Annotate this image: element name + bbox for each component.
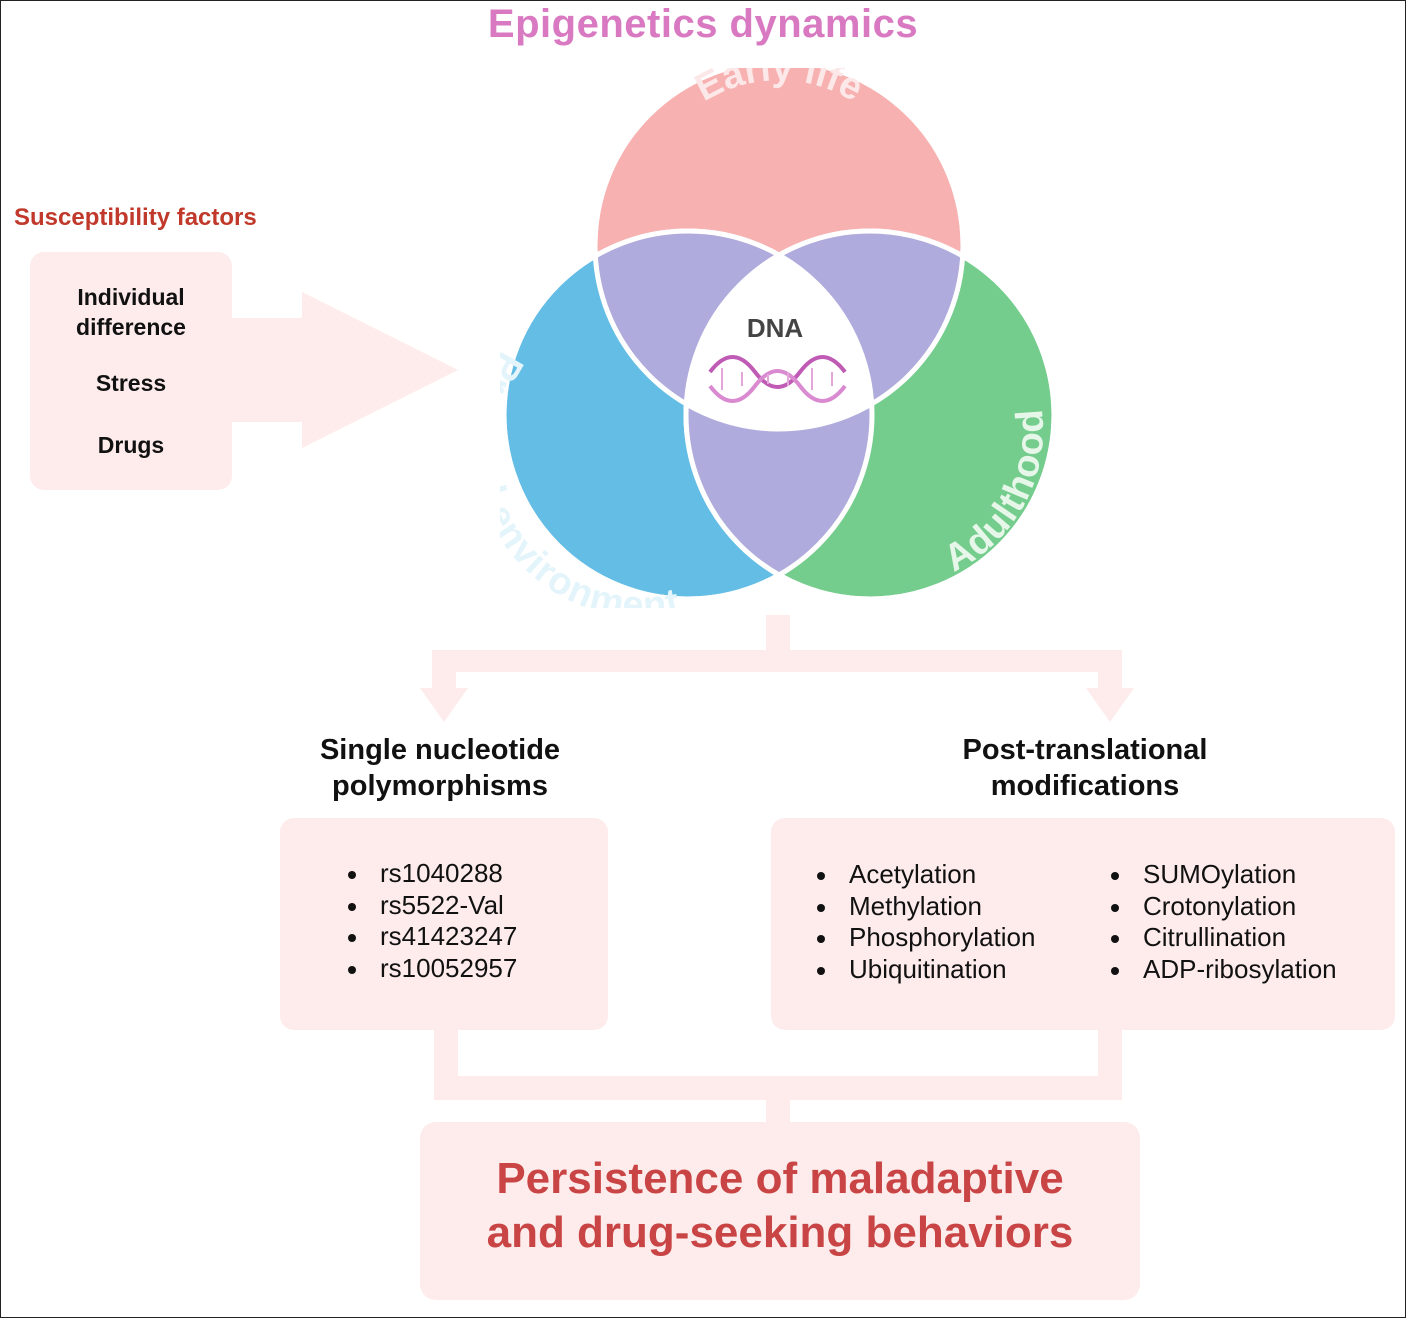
- figure-title: Epigenetics dynamics: [487, 2, 919, 46]
- ptm-item: Crotonylation: [1109, 891, 1337, 923]
- susceptibility-arrow: [228, 292, 458, 448]
- snp-item: rs1040288: [346, 858, 517, 890]
- dna-label: DNA: [747, 313, 804, 343]
- snp-list: rs1040288 rs5522-Val rs41423247 rs100529…: [346, 858, 517, 984]
- snp-item: rs5522-Val: [346, 890, 517, 922]
- susceptibility-title: Susceptibility factors: [14, 204, 257, 231]
- ptm-item: ADP-ribosylation: [1109, 954, 1337, 986]
- ptm-heading-line2: modifications: [990, 770, 1180, 802]
- ptm-item: Acetylation: [815, 859, 1035, 891]
- ptm-item: Phosphorylation: [815, 922, 1035, 954]
- ptm-heading: Post-translational modifications: [900, 732, 1270, 804]
- ptm-list-col1: Acetylation Methylation Phosphorylation …: [815, 859, 1035, 985]
- susceptibility-item: Stress: [95, 370, 167, 396]
- ptm-item: Methylation: [815, 891, 1035, 923]
- snp-heading: Single nucleotide polymorphisms: [260, 732, 620, 804]
- dna-helix-icon: [708, 355, 847, 403]
- ptm-panel: Acetylation Methylation Phosphorylation …: [771, 818, 1395, 1030]
- ptm-list-col2: SUMOylation Crotonylation Citrullination…: [1109, 859, 1337, 985]
- outcome-box: Persistence of maladaptive and drug-seek…: [420, 1122, 1140, 1300]
- snp-item: rs41423247: [346, 921, 517, 953]
- ptm-item: Ubiquitination: [815, 954, 1035, 986]
- ptm-heading-line1: Post-translational: [962, 734, 1208, 766]
- outcome-text: Persistence of maladaptive and drug-seek…: [420, 1152, 1140, 1260]
- ptm-item: SUMOylation: [1109, 859, 1337, 891]
- outcome-line2: and drug-seeking behaviors: [486, 1208, 1074, 1257]
- venn-diagram: Early life Prenatal environment Adulthoo…: [500, 68, 1057, 608]
- snp-heading-line1: Single nucleotide: [319, 734, 561, 766]
- snp-item: rs10052957: [346, 953, 517, 985]
- susceptibility-item: Drugs: [97, 432, 165, 458]
- merge-connector: [434, 1028, 1122, 1126]
- outcome-line1: Persistence of maladaptive: [496, 1154, 1064, 1203]
- snp-panel: rs1040288 rs5522-Val rs41423247 rs100529…: [280, 818, 608, 1030]
- snp-heading-line2: polymorphisms: [332, 770, 548, 802]
- ptm-item: Citrullination: [1109, 922, 1337, 954]
- branch-arrows: [420, 615, 1134, 722]
